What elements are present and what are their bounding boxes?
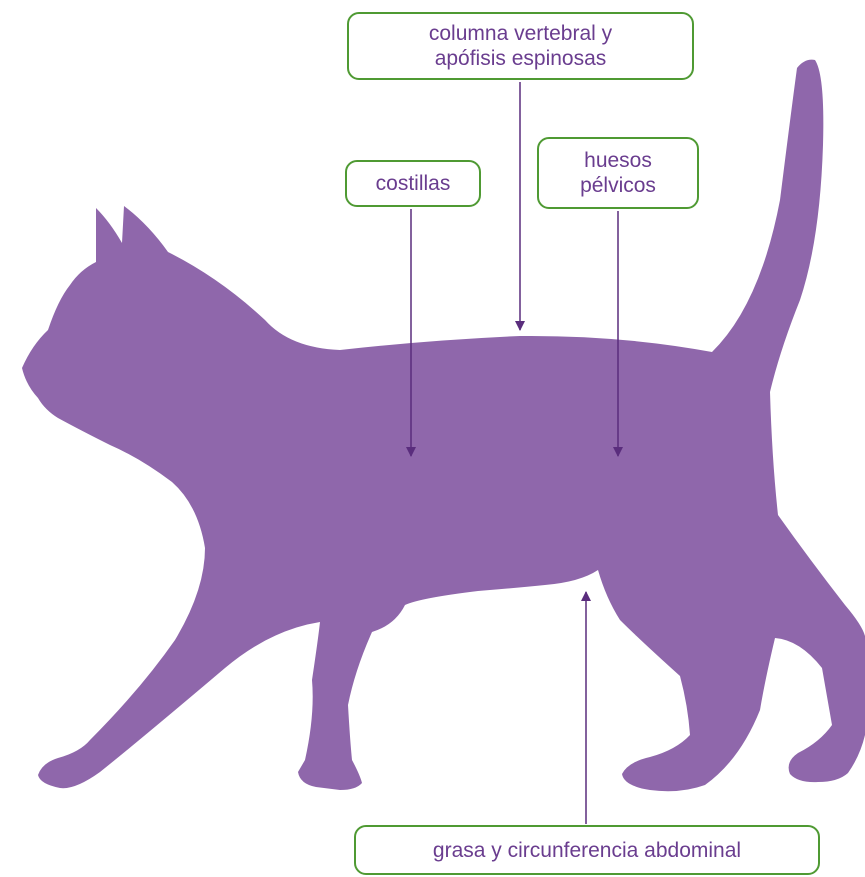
spine-label-box: columna vertebral y apófisis espinosas xyxy=(347,12,694,80)
spine-label-line1: columna vertebral y xyxy=(429,21,612,46)
pelvis-label-box: huesos pélvicos xyxy=(537,137,699,209)
abdomen-label: grasa y circunferencia abdominal xyxy=(433,838,741,863)
abdomen-label-box: grasa y circunferencia abdominal xyxy=(354,825,820,875)
ribs-label: costillas xyxy=(376,171,451,196)
spine-label-line2: apófisis espinosas xyxy=(435,46,607,71)
ribs-label-box: costillas xyxy=(345,160,481,207)
pelvis-label-line1: huesos xyxy=(584,148,652,173)
pelvis-label-line2: pélvicos xyxy=(580,173,656,198)
